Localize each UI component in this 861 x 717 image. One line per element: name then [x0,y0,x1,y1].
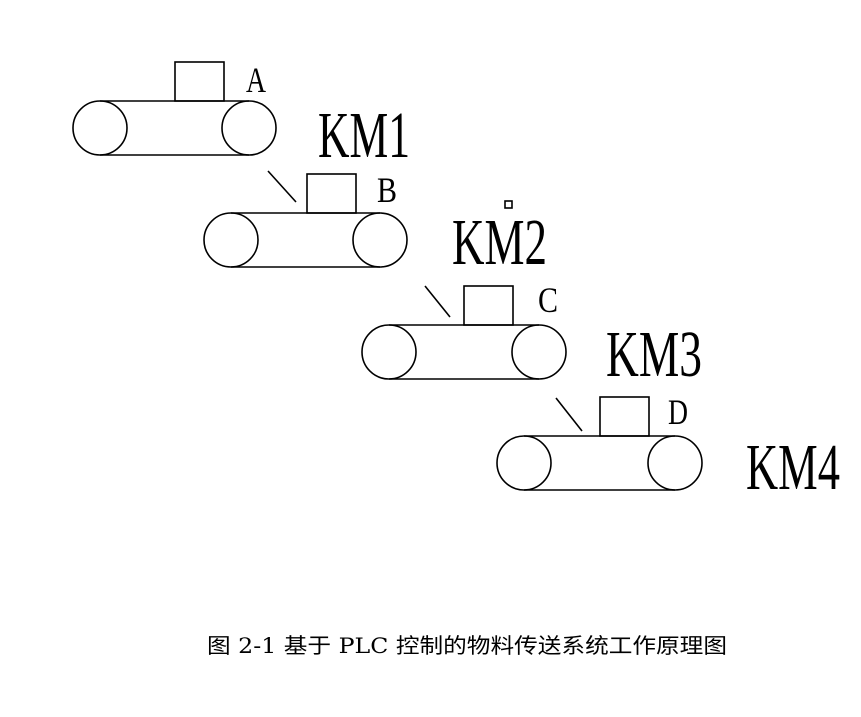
conveyor-1-motor-label: KM1 [318,99,410,172]
conveyor-2-box-label: B [377,170,397,210]
small-square-marker [504,200,513,209]
conveyor-3-right-roller [511,324,567,380]
conveyor-4-material-box [599,396,650,437]
conveyor-1-left-roller [72,100,128,156]
conveyor-4-box-label: D [668,392,688,432]
conveyor-3-motor-label: KM3 [606,318,702,391]
transfer-slash-1 [267,170,297,203]
conveyor-2: B KM2 [203,170,547,279]
transfer-slash-2 [424,285,451,318]
conveyor-4-right-roller [647,435,703,491]
conveyor-2-left-roller [203,212,259,268]
conveyor-1-right-roller [221,100,277,156]
conveyor-2-right-roller [352,212,408,268]
conveyor-1: A KM1 [72,60,410,172]
conveyor-3-box-label: C [538,280,558,320]
conveyor-2-motor-label: KM2 [452,206,547,279]
conveyor-4-left-roller [496,435,552,491]
conveyor-2-material-box [306,173,357,214]
conveyor-3-left-roller [361,324,417,380]
conveyor-1-box-label: A [246,60,266,100]
figure-caption: 图 2-1 基于 PLC 控制的物料传送系统工作原理图 [207,634,727,658]
conveyor-1-material-box [174,61,225,102]
conveyor-3-material-box [463,285,514,326]
conveyor-4: D KM4 [496,392,840,504]
conveyor-3: C KM3 [361,280,702,391]
conveyor-4-motor-label: KM4 [746,431,840,504]
transfer-slash-3 [555,397,583,432]
